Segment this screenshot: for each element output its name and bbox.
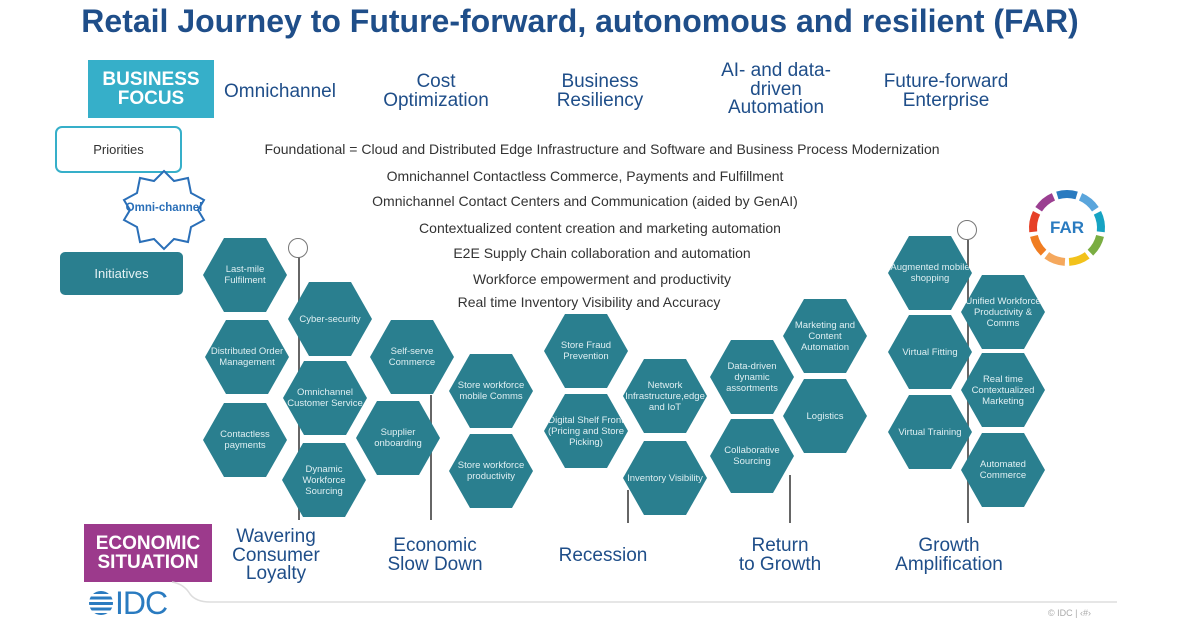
- econ-recession: Recession: [558, 545, 648, 566]
- far-ring-segment: [1035, 193, 1056, 212]
- initiative-hexagon: Network Infrastructure,edge and IoT: [623, 359, 707, 433]
- initiative-hexagon: Real time Contextualized Marketing: [961, 353, 1045, 427]
- far-ring-segment: [1078, 193, 1099, 212]
- initiative-hexagon: Cyber-security: [288, 282, 372, 356]
- initiative-hexagon: Store workforce mobile Comms: [449, 354, 533, 428]
- legend-initiatives: Initiatives: [60, 252, 183, 295]
- timeline-pin-icon: [957, 220, 977, 240]
- initiative-hexagon: Last-mile Fulfilment: [203, 238, 287, 312]
- initiative-hexagon: Store workforce productivity: [449, 434, 533, 508]
- omni-channel-star-icon: [122, 169, 206, 251]
- priority-item: E2E Supply Chain collaboration and autom…: [453, 245, 751, 261]
- initiative-hexagon: Distributed Order Management: [205, 320, 289, 394]
- page-title: Retail Journey to Future-forward, autono…: [81, 3, 1079, 39]
- initiative-hexagon: Dynamic Workforce Sourcing: [282, 443, 366, 517]
- far-label: FAR: [1050, 218, 1084, 237]
- priority-item: Omnichannel Contact Centers and Communic…: [372, 193, 798, 209]
- initiative-hexagon: Omnichannel Customer Service: [283, 361, 367, 435]
- business-focus-line: FOCUS: [117, 88, 185, 109]
- priority-item: Omnichannel Contactless Commerce, Paymen…: [386, 168, 784, 184]
- priority-item: Workforce empowerment and productivity: [472, 271, 732, 287]
- far-ring-segment: [1056, 190, 1078, 200]
- footer-copyright: © IDC | ‹#›: [1048, 608, 1091, 618]
- timeline-pin-icon: [288, 238, 308, 258]
- far-ring-segment: [1029, 211, 1041, 233]
- business-focus-line: BUSINESS: [102, 69, 200, 90]
- far-ring-segment: [1093, 211, 1105, 233]
- priority-item: Foundational = Cloud and Distributed Edg…: [264, 141, 940, 157]
- initiative-hexagon: Virtual Training: [888, 395, 972, 469]
- far-ring-segment: [1087, 234, 1104, 256]
- initiative-hexagon: Self-serve Commerce: [370, 320, 454, 394]
- initiative-hexagon: Automated Commerce: [961, 433, 1045, 507]
- far-ring-segment: [1030, 234, 1047, 256]
- legend-omni-channel: Omni-channel: [125, 202, 203, 214]
- initiative-hexagon: Supplier onboarding: [356, 401, 440, 475]
- initiative-hexagon: Inventory Visibility: [623, 441, 707, 515]
- initiative-hexagon: Augmented mobile shopping: [888, 236, 972, 310]
- timeline-line: [430, 395, 432, 520]
- initiative-hexagon: Logistics: [783, 379, 867, 453]
- initiative-hexagon: Digital Shelf Front (Pricing and Store P…: [544, 394, 628, 468]
- far-ring-segment: [1044, 251, 1066, 266]
- idc-globe-icon: [89, 591, 113, 615]
- legend-priorities: Priorities: [55, 126, 182, 173]
- initiative-hexagon: Unified Workforce Productivity & Comms: [961, 275, 1045, 349]
- focus-omnichannel: Omnichannel: [224, 81, 336, 102]
- footer-divider: [171, 581, 1117, 603]
- initiative-hexagon: Collaborative Sourcing: [710, 419, 794, 493]
- initiative-hexagon: Contactless payments: [203, 403, 287, 477]
- timeline-line: [627, 490, 629, 523]
- idc-logo: IDC: [88, 585, 168, 621]
- idc-logo-text: IDC: [115, 585, 168, 621]
- initiative-hexagon: Data-driven dynamic assortments: [710, 340, 794, 414]
- far-ring-segment: [1068, 251, 1090, 266]
- priority-item: Contextualized content creation and mark…: [419, 220, 781, 236]
- initiative-hexagon: Marketing and Content Automation: [783, 299, 867, 373]
- initiative-hexagon: Virtual Fitting: [888, 315, 972, 389]
- initiative-hexagon: Store Fraud Prevention: [544, 314, 628, 388]
- priority-item: Real time Inventory Visibility and Accur…: [457, 294, 721, 310]
- timeline-line: [789, 475, 791, 523]
- far-ring-icon: [1029, 190, 1105, 266]
